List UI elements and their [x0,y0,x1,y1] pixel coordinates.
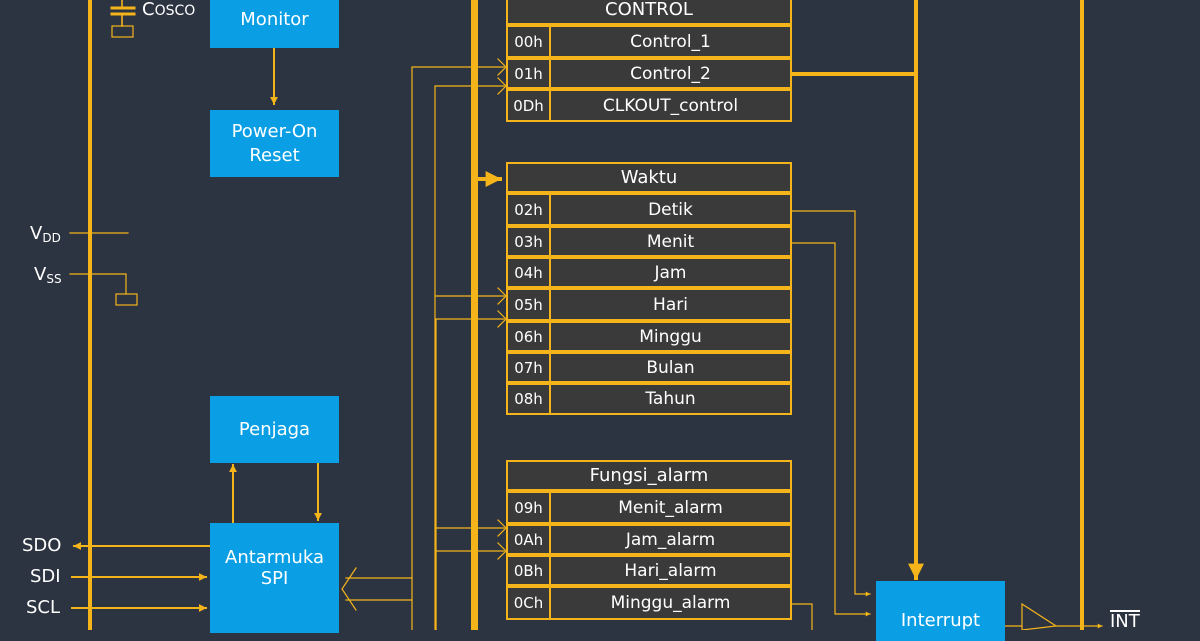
register-name: Jam [654,262,687,283]
wire-minggu-alarm [791,603,813,630]
register-address: 0Ch [508,588,551,618]
register-row[interactable]: 08h Tahun [506,383,792,415]
register-row[interactable]: 0Ch Minggu_alarm [506,586,792,620]
cosco-label: COSCO [142,0,196,20]
interrupt-block[interactable]: Interrupt [876,581,1005,641]
register-address: 09h [508,493,551,522]
sdi-label: SDI [30,566,61,587]
register-address: 0Dh [508,91,551,120]
register-name: Hari [653,294,688,315]
register-name: CLKOUT_control [602,95,739,116]
wire-thin-4 [435,318,505,630]
penjaga-block[interactable]: Penjaga [210,396,339,463]
register-table-title: Fungsi_alarm [506,460,792,491]
register-row[interactable]: 04h Jam [506,257,792,288]
register-name: Minggu_alarm [610,593,731,613]
register-address: 07h [508,354,551,381]
register-row[interactable]: 06h Minggu [506,321,792,352]
register-row[interactable]: 0Ah Jam_alarm [506,524,792,555]
register-table-title: CONTROL [506,0,792,25]
register-row[interactable]: 0Dh CLKOUT_control [506,89,792,122]
register-address: 01h [508,60,551,87]
register-address: 03h [508,228,551,255]
register-name: Detik [648,199,693,220]
register-name: Jam_alarm [625,529,716,550]
wire-detik-interrupt [791,210,871,597]
wire-thin-1 [411,66,505,630]
scl-label: SCL [26,597,61,618]
register-row[interactable]: 00h Control_1 [506,25,792,58]
register-row[interactable]: 0Bh Hari_alarm [506,555,792,586]
register-address: 0Ah [508,526,551,553]
register-name: Hari_alarm [624,560,717,581]
register-address: 00h [508,27,551,56]
register-row[interactable]: 03h Menit [506,226,792,257]
register-address: 0Bh [508,557,551,584]
register-row[interactable]: 02h Detik [506,193,792,226]
wire-menit-interrupt [791,242,871,617]
sdo-label: SDO [22,535,62,556]
register-address: 02h [508,195,551,224]
register-row[interactable]: 07h Bulan [506,352,792,383]
register-address: 04h [508,259,551,286]
register-row[interactable]: 05h Hari [506,288,792,321]
register-address: 08h [508,385,551,413]
wire-thin-2 [434,85,505,630]
register-name: Bulan [646,357,695,378]
vdd-label: VDD [30,223,61,246]
monitor-block[interactable]: Monitor [210,0,339,48]
register-name: Control_2 [630,63,711,84]
spi-interface-block[interactable]: Antarmuka SPI [210,523,339,633]
wire-thin-6 [435,550,505,630]
register-address: 06h [508,323,551,350]
register-name: Control_1 [630,31,711,52]
register-address: 05h [508,290,551,319]
register-table-title: Waktu [506,162,792,193]
wire-vss [69,273,127,295]
register-row[interactable]: 01h Control_2 [506,58,792,89]
int-output-label: INT [1110,610,1140,632]
register-name: Tahun [645,389,696,409]
vss-label: VSS [34,264,62,287]
register-name: Minggu [639,326,702,347]
power-on-reset-block[interactable]: Power-On Reset [210,110,339,177]
output-buffer [1021,602,1058,630]
register-name: Menit [646,231,695,252]
register-name: Menit_alarm [618,497,723,518]
register-row[interactable]: 09h Menit_alarm [506,491,792,524]
